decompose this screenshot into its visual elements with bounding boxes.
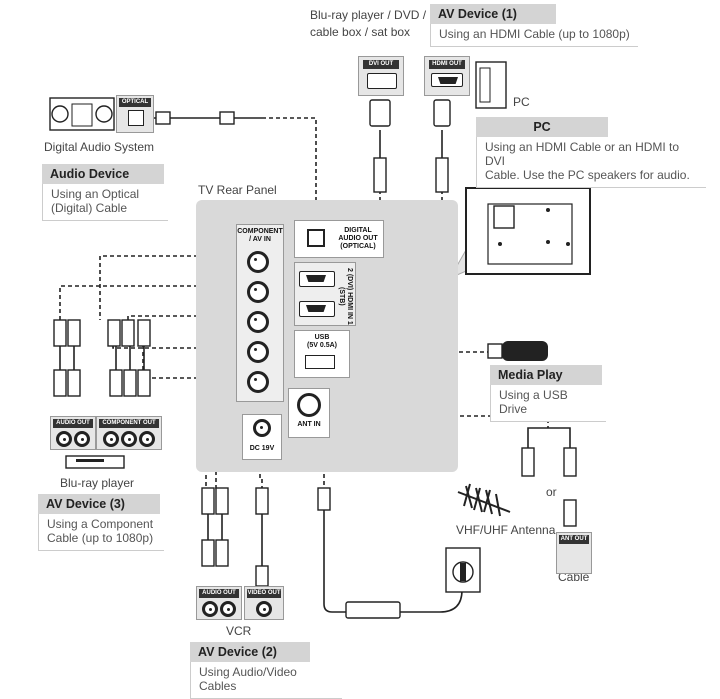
ant-out-tag: ANT OUT [559, 535, 589, 544]
audio-device-title: Audio Device [42, 164, 164, 184]
av3-description-line1: Using a Component [47, 517, 154, 531]
hdmi-out-tag: HDMI OUT [429, 60, 465, 69]
pc-description-line1: Using an HDMI Cable or an HDMI to DVI [485, 140, 680, 168]
component-in-jack-1[interactable] [247, 251, 269, 273]
bluray-audio-out-tag: AUDIO OUT [53, 419, 93, 428]
ant-in-group: ANT IN [288, 388, 330, 438]
optical-tag: OPTICAL [119, 98, 151, 107]
hdmi-in-label: 2 (DVI) HDMI IN 1 (STB) [338, 267, 353, 325]
av-source-label-line1: Blu-ray player / DVD / [310, 8, 427, 22]
digital-audio-out-label: DIGITAL AUDIO OUT (OPTICAL) [338, 227, 378, 250]
component-in-jack-4[interactable] [247, 341, 269, 363]
usb-label: USB (5V 0.5A) [307, 334, 337, 349]
vcr-audio-jack-l [202, 601, 218, 617]
pc-description: Using an HDMI Cable or an HDMI to DVI Ca… [476, 137, 706, 188]
av-device-3-callout: AV Device (3) Using a Component Cable (u… [38, 494, 164, 551]
component-av-in-label: COMPONENT / AV IN [237, 228, 283, 243]
component-jack-pb [121, 431, 137, 447]
av-device-1-description: Using an HDMI Cable (up to 1080p) [430, 24, 638, 47]
av-device-1-title: AV Device (1) [430, 4, 556, 24]
av-device-2-description: Using Audio/Video Cables [190, 662, 342, 699]
audio-out-jack-r [74, 431, 90, 447]
media-play-description: Using a USB Drive [490, 385, 606, 422]
vcr-audio-out-tag: AUDIO OUT [199, 589, 239, 598]
component-in-jack-5[interactable] [247, 371, 269, 393]
usb-drive-icon [487, 341, 548, 361]
vcr-label: VCR [226, 624, 252, 638]
bluray-component-out-box: COMPONENT OUT [96, 416, 162, 450]
optical-port-icon [128, 110, 144, 126]
component-jack-pr [103, 431, 119, 447]
av-device-1-callout: AV Device (1) Using an HDMI Cable (up to… [430, 4, 638, 47]
component-av-in-group: COMPONENT / AV IN [236, 224, 284, 402]
dc-in-label: DC 19V [249, 445, 275, 452]
digital-audio-out-group: DIGITAL AUDIO OUT (OPTICAL) [294, 220, 384, 258]
dvi-device-box: DVI OUT [358, 56, 404, 96]
vhf-uhf-antenna-label: VHF/UHF Antenna [456, 523, 556, 537]
tv-rear-panel-label: TV Rear Panel [198, 183, 277, 197]
hdmi-out-port-icon [431, 73, 463, 87]
pc-title: PC [476, 117, 608, 137]
optical-in-port-icon[interactable] [307, 229, 325, 247]
hdmi-in-1-port[interactable] [299, 301, 335, 317]
digital-audio-system-label: Digital Audio System [44, 140, 155, 154]
av-device-2-callout: AV Device (2) Using Audio/Video Cables [190, 642, 342, 699]
dvi-out-tag: DVI OUT [363, 60, 399, 69]
hdmi-in-group: 2 (DVI) HDMI IN 1 (STB) [294, 262, 356, 326]
component-out-tag: COMPONENT OUT [99, 419, 159, 428]
av3-description-line2: Cable (up to 1080p) [47, 531, 154, 545]
bluray-player-icon [65, 455, 125, 469]
power-adapter-icon [345, 601, 401, 619]
media-play-callout: Media Play Using a USB Drive [490, 365, 606, 422]
bluray-audio-out-box: AUDIO OUT [50, 416, 96, 450]
audio-device-description: Using an Optical (Digital) Cable [42, 184, 168, 221]
usb-group: USB (5V 0.5A) [294, 330, 350, 378]
audio-out-jack-l [56, 431, 72, 447]
wall-outlet-icon [445, 547, 481, 593]
pc-tower-icon [475, 61, 507, 109]
dc-in-group: DC 19V [242, 414, 282, 460]
dvi-port-icon [367, 73, 397, 89]
pc-callout: PC Using an HDMI Cable or an HDMI to DVI… [476, 117, 706, 188]
component-jack-y [139, 431, 155, 447]
audio-description-line2: (Digital) Cable [51, 201, 128, 215]
hdmi-in-2-port[interactable] [299, 271, 335, 287]
pc-label: PC [513, 95, 530, 109]
av-device-3-title: AV Device (3) [38, 494, 160, 514]
component-in-jack-2[interactable] [247, 281, 269, 303]
tv-rear-panel: COMPONENT / AV IN DIGITAL AUDIO OUT (OPT… [196, 200, 458, 472]
cable-ant-out-box: ANT OUT [556, 532, 592, 574]
antenna-icon [457, 483, 511, 517]
ant-in-port[interactable] [297, 393, 321, 417]
audio-device-callout: Audio Device Using an Optical (Digital) … [42, 164, 168, 221]
optical-device-box: OPTICAL [116, 95, 154, 133]
video-out-jack [256, 601, 272, 617]
vcr-audio-out-box: AUDIO OUT [196, 586, 242, 620]
vcr-video-out-box: VIDEO OUT [244, 586, 284, 620]
av-source-label-line2: cable box / sat box [310, 25, 411, 39]
bluray-player-label: Blu-ray player [60, 476, 135, 490]
pc-description-line2: Cable. Use the PC speakers for audio. [485, 168, 690, 182]
av-device-2-title: AV Device (2) [190, 642, 310, 662]
video-out-tag: VIDEO OUT [247, 589, 281, 598]
audio-description-line1: Using an Optical [51, 187, 140, 201]
tv-back-callout [465, 187, 591, 275]
dc-in-port[interactable] [253, 419, 271, 437]
usb-port[interactable] [305, 355, 335, 369]
component-in-jack-3[interactable] [247, 311, 269, 333]
vcr-audio-jack-r [220, 601, 236, 617]
ant-in-label: ANT IN [297, 421, 321, 428]
media-play-title: Media Play [490, 365, 602, 385]
av-device-3-description: Using a Component Cable (up to 1080p) [38, 514, 164, 551]
hdmi-device-box: HDMI OUT [424, 56, 470, 96]
or-label: or [546, 485, 557, 499]
audio-system-icon [49, 97, 115, 131]
